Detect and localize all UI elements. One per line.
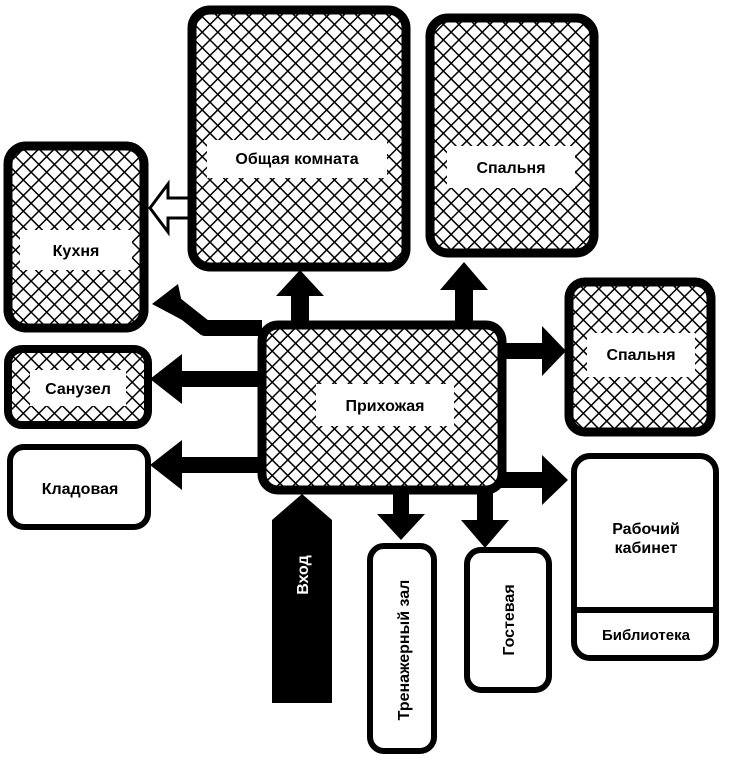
room-label-hallway: Прихожая (346, 398, 425, 415)
room-bedroom-top: Спальня (425, 13, 599, 258)
connectors (148, 179, 568, 548)
room-bedroom-right: Спальня (564, 277, 716, 437)
arrowhead-bathroom (150, 354, 182, 404)
room-office: Рабочий кабинет Библиотека (571, 453, 719, 661)
room-label-living: Общая комната (235, 151, 358, 168)
room-label-guest: Гостевая (501, 584, 518, 655)
room-label-box (316, 384, 454, 426)
connector-to-bedroom-top (455, 284, 473, 326)
connector-to-bathroom (175, 371, 265, 387)
room-label-gym: Тренажерный зал (396, 580, 413, 721)
arrowhead-office (542, 455, 568, 505)
room-label-box (30, 370, 126, 406)
connector-to-office (500, 472, 548, 488)
room-pantry: Кладовая (7, 444, 151, 530)
room-kitchen: Кухня (3, 141, 149, 333)
room-label-bathroom: Санузел (45, 381, 111, 398)
hollow-arrow-living-to-kitchen (148, 179, 196, 237)
room-bathroom: Санузел (4, 345, 152, 429)
room-label-box (20, 230, 132, 270)
connector-to-bedroom-right (500, 343, 548, 359)
room-label-pantry: Кладовая (42, 481, 119, 498)
connector-to-kitchen (171, 298, 262, 336)
room-hallway: Прихожая (257, 320, 507, 495)
room-label-bedroom-right: Спальня (606, 347, 675, 364)
entrance-marker: Вход (272, 494, 332, 703)
arrowhead-living-room (276, 270, 324, 296)
room-label-box (207, 140, 387, 178)
arrowhead-bedroom-top (440, 262, 488, 290)
room-label-office-line2: кабинет (615, 540, 678, 557)
room-label-box (447, 146, 575, 188)
room-label-kitchen: Кухня (53, 243, 100, 260)
connector-to-guest-room (477, 490, 493, 520)
arrowhead-bedroom-right (542, 326, 566, 376)
room-guest: Гостевая (464, 547, 552, 693)
room-label-office-line1: Рабочий (612, 521, 680, 538)
connector-to-gym (393, 490, 409, 520)
room-living: Общая комната (187, 5, 411, 272)
room-label-bedroom-top: Спальня (476, 160, 545, 177)
arrowhead-gym (377, 514, 425, 540)
arrowhead-kitchen (152, 284, 186, 322)
room-label-entrance: Вход (295, 555, 312, 595)
room-gym: Тренажерный зал (367, 543, 437, 754)
room-label-box (587, 333, 695, 377)
arrowhead-pantry (150, 440, 182, 490)
connector-to-pantry (175, 457, 265, 473)
room-label-library: Библиотека (602, 627, 691, 644)
arrowhead-guest-room (461, 520, 509, 548)
